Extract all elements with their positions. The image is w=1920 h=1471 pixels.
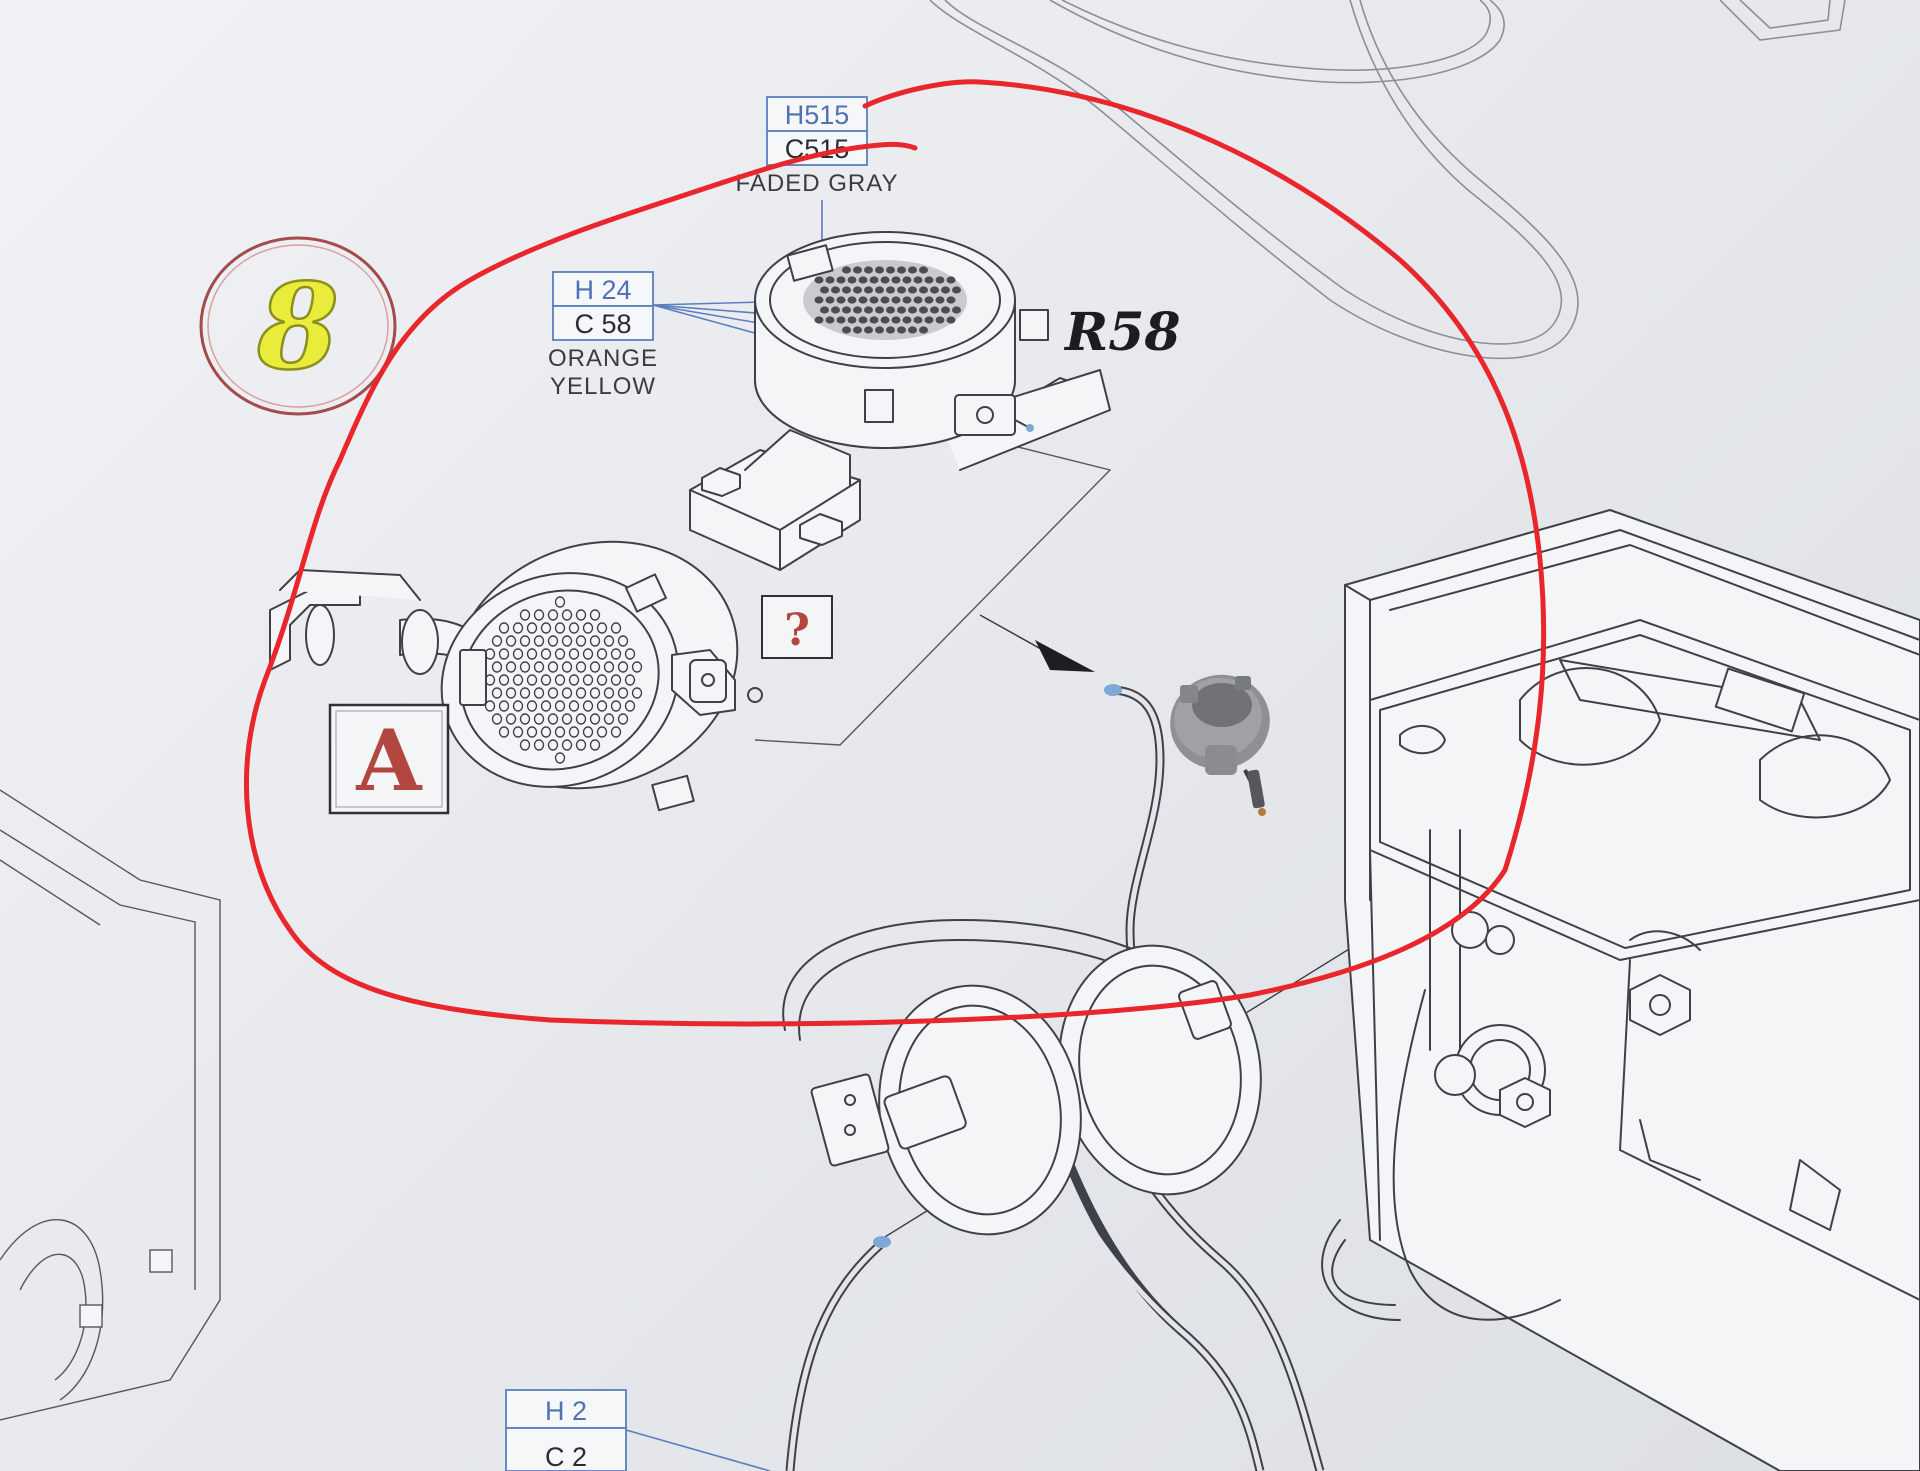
speaker-grille-side bbox=[484, 596, 643, 764]
background-cables bbox=[929, 0, 1846, 360]
headphones-icon bbox=[782, 919, 1262, 1236]
color-code-faded-gray: H515 C515 FADED GRAY bbox=[736, 96, 899, 250]
speaker-mounted-icon: R58 bbox=[689, 231, 1181, 746]
h-code: H 2 bbox=[545, 1396, 587, 1426]
question-mark: ? bbox=[784, 605, 810, 656]
step-number-badge: 8 bbox=[199, 236, 397, 416]
h-code: H 24 bbox=[574, 275, 631, 305]
model-part-photo bbox=[1170, 674, 1270, 816]
letter-marker: A bbox=[328, 703, 450, 815]
speaker-side-icon bbox=[269, 540, 763, 812]
color-name-line-2: YELLOW bbox=[550, 373, 656, 400]
h-code: H515 bbox=[785, 100, 850, 130]
radio-knobs bbox=[1434, 974, 1691, 1128]
left-box bbox=[0, 789, 221, 1421]
c-code: C 2 bbox=[545, 1442, 587, 1471]
color-name: FADED GRAY bbox=[736, 170, 899, 197]
step-number: 8 bbox=[256, 257, 339, 396]
speaker-grille bbox=[803, 260, 967, 340]
letter-a: A bbox=[355, 711, 423, 810]
color-name-line-1: ORANGE bbox=[548, 345, 658, 372]
part-number: R58 bbox=[1063, 302, 1181, 363]
color-code-bottom: H 2 C 2 bbox=[505, 1389, 771, 1471]
c-code: C 58 bbox=[574, 309, 631, 339]
annotation-loop bbox=[243, 79, 1547, 1027]
question-marker: ? bbox=[761, 595, 833, 659]
radio-box-icon bbox=[1321, 509, 1920, 1471]
